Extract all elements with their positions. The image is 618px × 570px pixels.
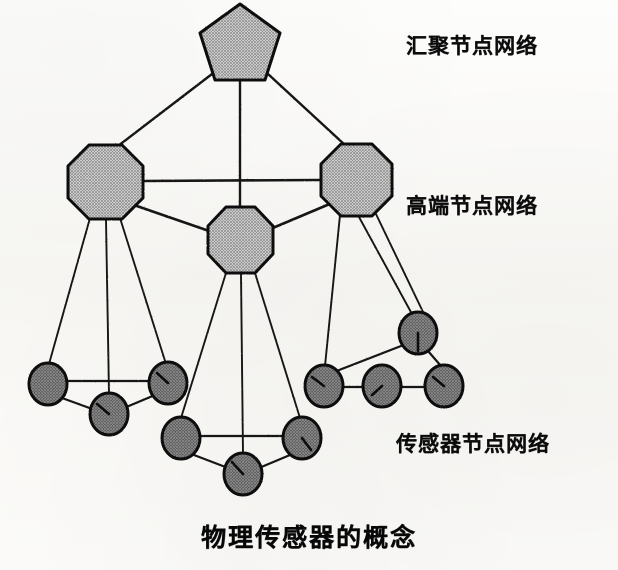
edge-high-left-to-sensor-a3	[119, 217, 167, 365]
tick-sensor-c3	[431, 375, 446, 388]
node-highend-left-octagon[interactable]	[66, 143, 145, 221]
tick-sensor-b3	[300, 436, 313, 452]
edge-sensor-c0-to-c3	[426, 349, 443, 368]
node-tick-marks	[95, 331, 446, 476]
edge-high-right-to-sensor-c1	[324, 214, 341, 367]
edge-group-highleft-to-clusterA	[48, 217, 167, 395]
edge-group-highend-mesh	[129, 178, 334, 234]
node-highend-right-octagon[interactable]	[319, 142, 394, 218]
tier-label-high-end: 高端节点网络	[406, 195, 538, 218]
edge-sensor-c0-to-c1	[332, 344, 403, 374]
node-highend-middle-octagon[interactable]	[206, 205, 275, 275]
node-sensor-b1[interactable]	[160, 415, 202, 461]
edge-sensor-b2-to-b3	[257, 453, 292, 470]
edge-sensor-b1-to-b2	[192, 453, 230, 470]
figure-caption: 物理传感器的概念	[200, 524, 417, 552]
edge-high-left-to-high-middle	[129, 202, 214, 234]
tick-sensor-a3	[155, 371, 170, 385]
edge-group-highright-to-clusterC	[324, 211, 425, 367]
tick-sensor-c1	[310, 375, 326, 388]
node-group-sensor-cluster-b	[160, 415, 323, 497]
edge-sensor-a2-to-a3	[122, 393, 157, 410]
edge-group-clusterB-internal	[192, 434, 292, 470]
tick-sensor-a2	[95, 402, 111, 416]
edge-group-clusterC-internal	[332, 344, 443, 389]
node-group-sink-tier	[198, 2, 282, 82]
node-group-highend-tier	[66, 142, 394, 275]
tier-label-sensor: 传感器节点网络	[396, 433, 550, 456]
tick-sensor-c2	[370, 384, 384, 397]
edge-group-highmid-to-clusterB	[180, 272, 301, 455]
edge-group-sink-to-highend	[116, 72, 347, 208]
node-sink-pentagon[interactable]	[198, 2, 282, 82]
edge-high-left-to-sensor-a1	[48, 217, 91, 365]
edge-sink-to-high-left	[116, 72, 214, 148]
edge-sink-to-high-right	[266, 72, 347, 147]
tier-label-sink: 汇聚节点网络	[406, 35, 538, 58]
tick-sensor-b2	[230, 460, 245, 476]
edge-high-left-to-high-right	[141, 178, 321, 183]
edge-high-middle-to-high-right	[266, 201, 334, 232]
edge-high-left-to-sensor-a2	[105, 219, 110, 395]
edge-high-middle-to-sensor-b1	[180, 272, 227, 419]
node-sensor-a1[interactable]	[27, 361, 69, 407]
edge-high-right-to-sensor-c0-a	[358, 216, 413, 315]
edge-high-right-to-sensor-c0-b	[374, 211, 425, 315]
edge-high-middle-to-sensor-b3	[254, 272, 301, 419]
edge-high-middle-to-sensor-b2	[240, 273, 244, 455]
